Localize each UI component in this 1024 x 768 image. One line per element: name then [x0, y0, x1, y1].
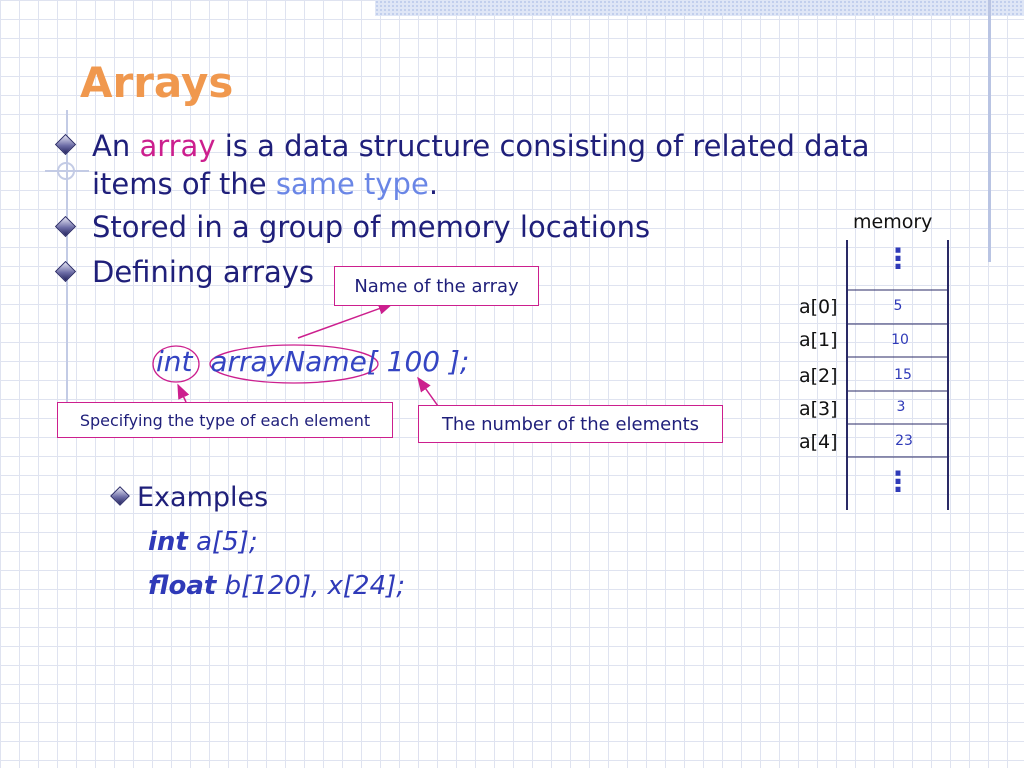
memory-index-a0: a[0]: [799, 296, 838, 318]
examples-heading: Examples: [137, 482, 269, 513]
type-highlight-ellipse: [152, 345, 200, 383]
int-keyword: int: [148, 527, 188, 557]
memory-index-a1: a[1]: [799, 329, 838, 351]
array-size: [ 100 ];: [366, 345, 470, 378]
type-keyword: int: [156, 345, 193, 378]
example-float-code: b[120], x[24];: [224, 571, 406, 601]
bullet-text: .: [428, 167, 439, 201]
term-array: array: [139, 129, 216, 163]
annotation-element-count: The number of the elements: [418, 405, 723, 443]
annotation-element-type: Specifying the type of each element: [57, 402, 393, 438]
memory-index-a4: a[4]: [799, 431, 838, 453]
memory-value-a2: 15: [894, 367, 912, 383]
array-declaration: int arrayName[ 100 ];: [156, 345, 469, 378]
memory-value-a3: 3: [896, 399, 906, 415]
memory-value-a4: 23: [895, 433, 913, 449]
example-int-code: a[5];: [196, 527, 258, 557]
example-float: float b[120], x[24];: [148, 571, 405, 601]
type-arrow: [177, 383, 190, 403]
bullet-text: is a data structure consisting of relate…: [224, 129, 870, 163]
memory-value-a0: 5: [893, 298, 903, 314]
memory-dots-bottom: ⋮: [884, 465, 912, 498]
bullet-text: An: [92, 129, 131, 163]
annotation-array-name: Name of the array: [334, 266, 539, 306]
left-decorative-crossline: [45, 170, 89, 172]
bullet-memory-locations: Stored in a group of memory locations: [92, 210, 651, 244]
header-pattern-bar: [375, 0, 1024, 16]
slide-title: Arrays: [80, 58, 234, 107]
memory-index-a3: a[3]: [799, 398, 838, 420]
memory-dots-top: ⋮: [884, 242, 912, 275]
float-keyword: float: [148, 571, 217, 601]
memory-index-a2: a[2]: [799, 365, 838, 387]
term-same-type: same type: [275, 167, 429, 201]
bullet-defining-arrays: Defining arrays: [92, 255, 315, 289]
array-name: arrayName: [210, 345, 367, 378]
memory-diagram: [846, 240, 949, 510]
example-int: int a[5];: [148, 527, 258, 557]
bullet-array-definition: An array is a data structure consisting …: [92, 127, 870, 203]
right-decorative-rule: [988, 0, 991, 262]
bullet-text: items of the: [92, 167, 267, 201]
name-arrow: [297, 302, 394, 339]
memory-value-a1: 10: [891, 332, 909, 348]
name-highlight-ellipse: [209, 344, 379, 384]
left-decorative-rule: [66, 110, 68, 410]
memory-label: memory: [853, 211, 933, 233]
count-arrow: [417, 376, 439, 407]
